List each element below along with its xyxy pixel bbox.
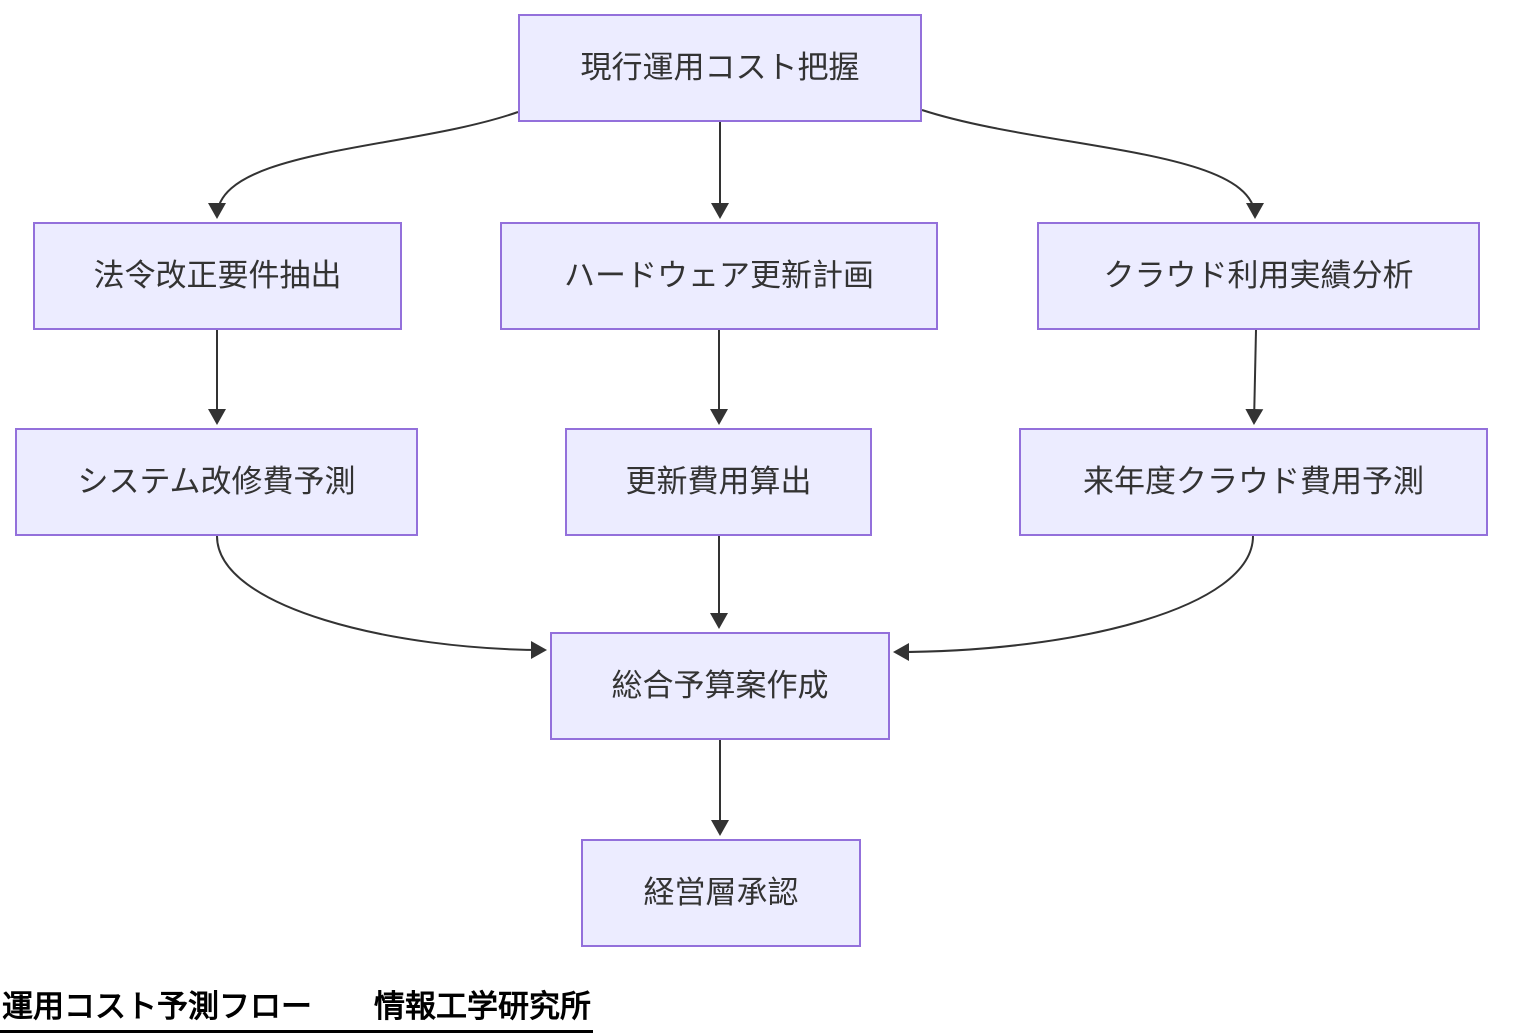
edge-G-H	[893, 535, 1254, 661]
node-management-approval: 経営層承認	[581, 839, 861, 947]
node-current-operating-cost: 現行運用コスト把握	[518, 14, 922, 122]
node-comprehensive-budget-draft: 総合予算案作成	[550, 632, 890, 740]
edge-E-H	[216, 535, 547, 659]
edge-A-D	[921, 109, 1264, 219]
node-cloud-usage-analysis: クラウド利用実績分析	[1037, 222, 1480, 330]
edge-D-G	[1245, 329, 1264, 425]
edge-A-B	[208, 111, 519, 219]
diagram-caption: 運用コスト予測フロー 情報工学研究所	[0, 981, 593, 1033]
node-legal-revision-requirements: 法令改正要件抽出	[33, 222, 402, 330]
node-hardware-renewal-plan: ハードウェア更新計画	[500, 222, 938, 330]
node-next-year-cloud-cost-forecast: 来年度クラウド費用予測	[1019, 428, 1488, 536]
node-system-repair-cost-forecast: システム改修費予測	[15, 428, 418, 536]
node-renewal-cost-calculation: 更新費用算出	[565, 428, 872, 536]
